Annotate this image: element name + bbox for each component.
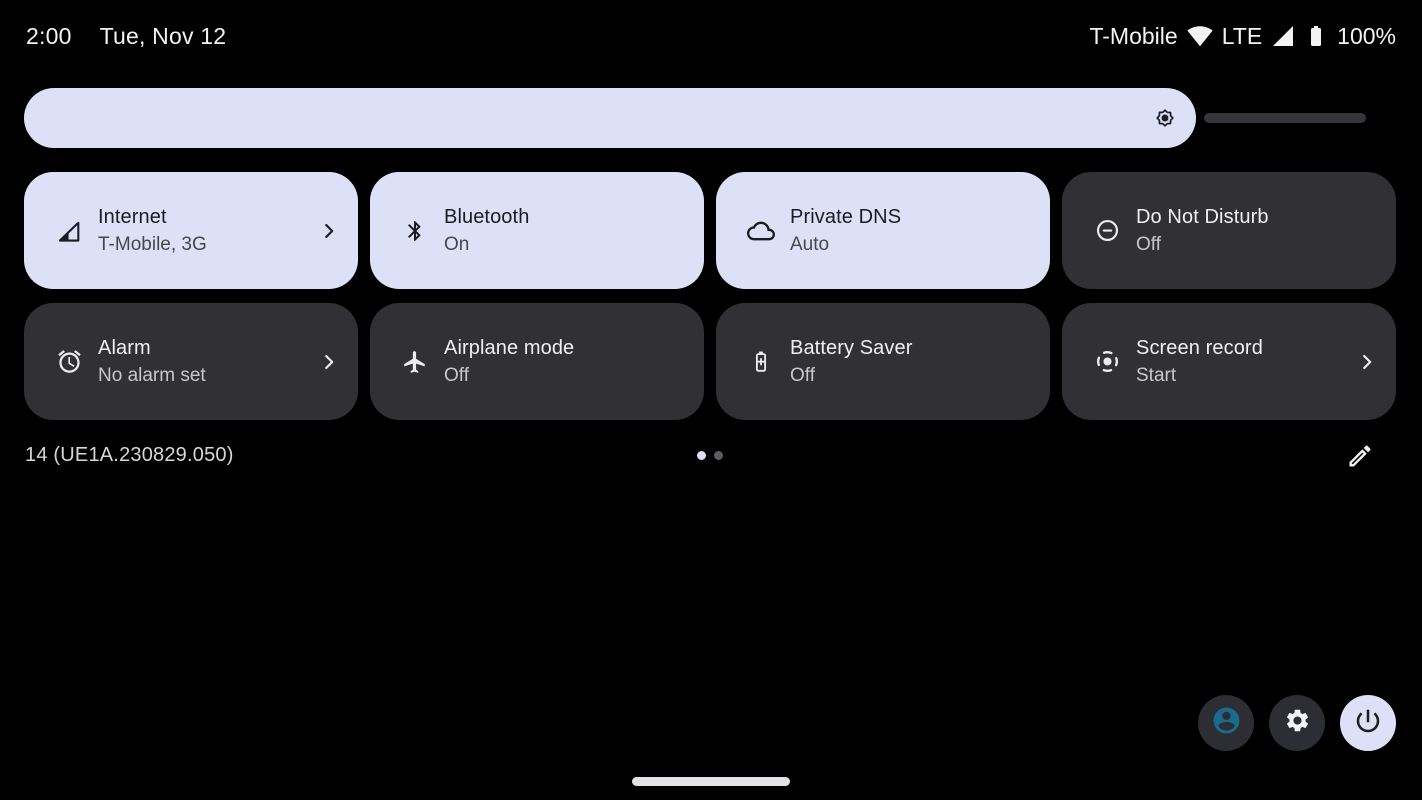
brightness-icon bbox=[1152, 105, 1178, 131]
tile-status: On bbox=[444, 233, 470, 255]
battery-saver-icon bbox=[746, 347, 776, 377]
bluetooth-icon bbox=[400, 216, 430, 246]
wifi-icon bbox=[1187, 23, 1213, 49]
settings-button[interactable] bbox=[1269, 695, 1325, 751]
clock: 2:00 bbox=[26, 22, 72, 49]
pencil-icon bbox=[1346, 445, 1374, 474]
screen-record-icon bbox=[1092, 347, 1122, 377]
brightness-slider[interactable] bbox=[24, 88, 1366, 148]
tile-label: Private DNS bbox=[790, 205, 902, 228]
tile-label: Alarm bbox=[98, 336, 151, 359]
tile-battery-saver[interactable]: Battery Saver Off bbox=[716, 303, 1050, 420]
tile-airplane-mode[interactable]: Airplane mode Off bbox=[370, 303, 704, 420]
power-button[interactable] bbox=[1340, 695, 1396, 751]
brightness-slider-track[interactable] bbox=[1204, 113, 1366, 123]
build-number: 14 (UE1A.230829.050) bbox=[25, 444, 234, 466]
cloud-icon bbox=[746, 216, 776, 246]
tile-status: Start bbox=[1136, 364, 1177, 386]
home-indicator-handle[interactable] bbox=[632, 777, 790, 786]
tile-status: Off bbox=[444, 364, 469, 386]
page-dot bbox=[714, 451, 723, 460]
do-not-disturb-icon bbox=[1092, 216, 1122, 246]
alarm-clock-icon bbox=[54, 347, 84, 377]
tile-screen-record[interactable]: Screen record Start bbox=[1062, 303, 1396, 420]
battery-icon bbox=[1304, 23, 1328, 49]
airplane-icon bbox=[400, 347, 430, 377]
quick-settings-grid: Internet T-Mobile, 3G Bluetooth On Priva… bbox=[24, 172, 1396, 420]
battery-percent-label: 100% bbox=[1337, 22, 1396, 49]
gear-icon bbox=[1284, 707, 1311, 739]
status-bar: 2:00 Tue, Nov 12 T-Mobile LTE 100% bbox=[0, 0, 1422, 72]
user-switcher-button[interactable] bbox=[1198, 695, 1254, 751]
tile-label: Battery Saver bbox=[790, 336, 913, 359]
user-avatar-icon bbox=[1211, 705, 1242, 741]
chevron-right-icon bbox=[1356, 351, 1378, 373]
tile-bluetooth[interactable]: Bluetooth On bbox=[370, 172, 704, 289]
cellular-signal-icon bbox=[1271, 24, 1295, 48]
tile-status: Off bbox=[790, 364, 815, 386]
tile-status: T-Mobile, 3G bbox=[98, 233, 207, 255]
tile-do-not-disturb[interactable]: Do Not Disturb Off bbox=[1062, 172, 1396, 289]
chevron-right-icon bbox=[318, 351, 340, 373]
tile-label: Internet bbox=[98, 205, 167, 228]
tile-label: Bluetooth bbox=[444, 205, 530, 228]
carrier-label: T-Mobile bbox=[1089, 22, 1178, 49]
tile-status: No alarm set bbox=[98, 364, 206, 386]
page-indicator bbox=[697, 451, 723, 460]
page-dot-active bbox=[697, 451, 706, 460]
chevron-right-icon bbox=[318, 220, 340, 242]
edit-tiles-button[interactable] bbox=[1346, 442, 1374, 470]
tile-internet[interactable]: Internet T-Mobile, 3G bbox=[24, 172, 358, 289]
tile-private-dns[interactable]: Private DNS Auto bbox=[716, 172, 1050, 289]
power-icon bbox=[1353, 706, 1383, 741]
tile-label: Airplane mode bbox=[444, 336, 575, 359]
tile-status: Auto bbox=[790, 233, 830, 255]
tile-status: Off bbox=[1136, 233, 1161, 255]
tile-label: Do Not Disturb bbox=[1136, 205, 1269, 228]
brightness-slider-fill[interactable] bbox=[24, 88, 1196, 148]
tile-alarm[interactable]: Alarm No alarm set bbox=[24, 303, 358, 420]
internet-signal-icon bbox=[54, 216, 84, 246]
network-type-label: LTE bbox=[1221, 22, 1263, 49]
date: Tue, Nov 12 bbox=[99, 22, 227, 49]
tile-label: Screen record bbox=[1136, 336, 1263, 359]
